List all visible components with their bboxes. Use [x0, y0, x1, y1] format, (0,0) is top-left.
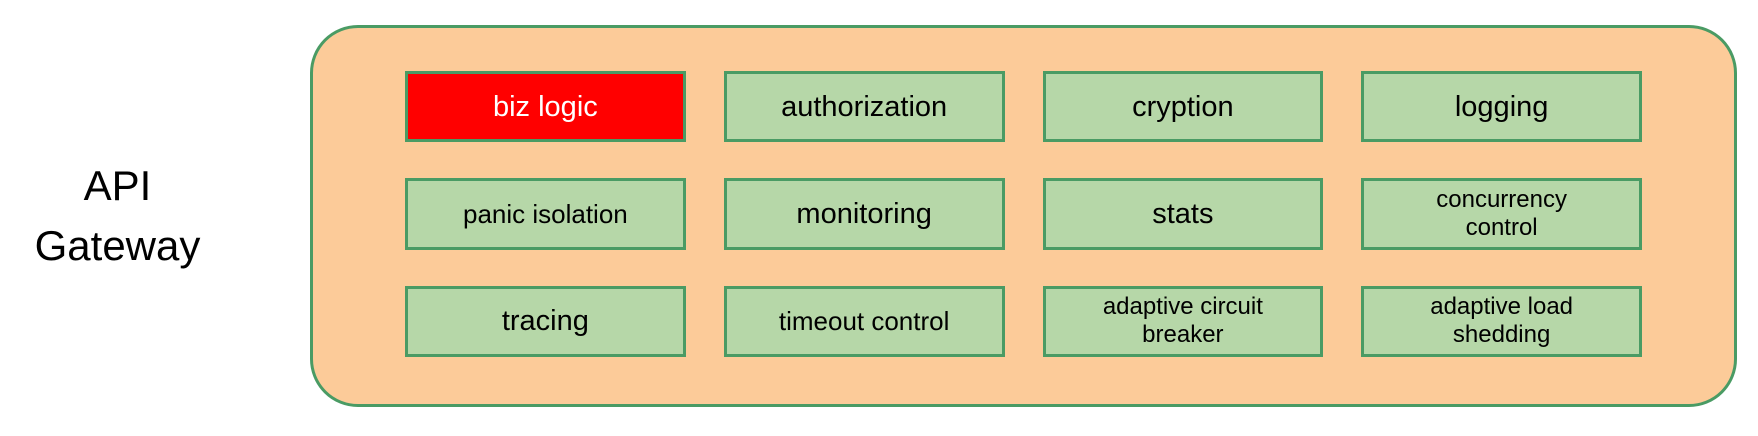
module-adaptive-load-shedding: adaptive load shedding	[1361, 285, 1642, 357]
module-concurrency-control: concurrency control	[1361, 178, 1642, 250]
module-monitoring: monitoring	[723, 178, 1005, 250]
module-cryption: cryption	[1042, 71, 1324, 143]
api-gateway-label: API Gateway	[34, 162, 201, 269]
module-stats: stats	[1042, 178, 1324, 250]
module-adaptive-circuit-breaker: adaptive circuit breaker	[1042, 285, 1324, 357]
module-logging: logging	[1361, 71, 1642, 143]
module-biz-logic: biz logic	[405, 71, 686, 143]
api-gateway-container: biz logic authorization cryption logging…	[310, 25, 1737, 407]
module-authorization: authorization	[723, 71, 1005, 143]
module-grid: biz logic authorization cryption logging…	[405, 71, 1642, 357]
module-timeout-control: timeout control	[723, 285, 1005, 357]
module-panic-isolation: panic isolation	[405, 178, 686, 250]
module-tracing: tracing	[405, 285, 686, 357]
